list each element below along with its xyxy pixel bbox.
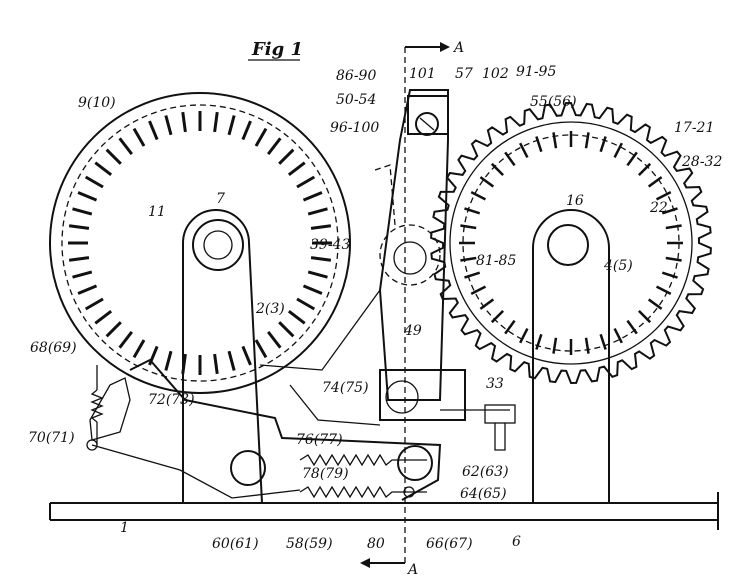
- label-11: 11: [148, 204, 166, 220]
- section-line-a-a: [360, 42, 450, 568]
- label-102: 102: [482, 66, 509, 82]
- spring-80: [299, 485, 427, 499]
- label-81-85: 81-85: [476, 253, 516, 269]
- base-plate: [49, 492, 719, 530]
- label-2-3: 2(3): [255, 301, 285, 317]
- label-9-10: 9(10): [78, 95, 116, 111]
- section-mark-top: A: [452, 40, 464, 56]
- label-80: 80: [367, 536, 385, 552]
- right-gear: [430, 101, 712, 385]
- label-86-90: 86-90: [336, 68, 376, 84]
- label-17-21: 17-21: [674, 120, 714, 136]
- section-mark-bottom: A: [406, 562, 418, 578]
- label-16: 16: [566, 193, 584, 209]
- spring-70-71: [90, 365, 104, 445]
- label-68-69: 68(69): [30, 340, 77, 356]
- left-slotted-disc: [49, 92, 351, 394]
- label-76-77: 76(77): [296, 432, 343, 448]
- label-33: 33: [486, 376, 504, 392]
- label-96-100: 96-100: [330, 120, 379, 136]
- label-57: 57: [455, 66, 473, 82]
- label-39-43: 39-43: [310, 237, 350, 253]
- label-72-73: 72(73): [148, 392, 195, 408]
- label-49: 49: [403, 323, 422, 339]
- label-28-32: 28-32: [681, 154, 722, 170]
- label-58-59: 58(59): [286, 536, 333, 552]
- label-62-63: 62(63): [462, 464, 509, 480]
- left-bracket: [182, 209, 263, 504]
- spring-78-79: [299, 453, 427, 467]
- roller-62-63: [397, 445, 433, 481]
- label-74-75: 74(75): [322, 380, 369, 396]
- label-55-56: 55(56): [530, 94, 577, 110]
- label-4-5: 4(5): [603, 258, 633, 274]
- label-22: 22: [649, 200, 668, 216]
- label-66-67: 66(67): [426, 536, 473, 552]
- label-1: 1: [120, 520, 129, 536]
- right-bracket: [532, 209, 610, 503]
- label-60-61: 60(61): [212, 536, 259, 552]
- label-64-65: 64(65): [460, 486, 507, 502]
- figure-title: Fig 1: [251, 39, 303, 60]
- central-column: [374, 89, 516, 451]
- label-6: 6: [512, 534, 521, 550]
- label-91-95: 91-95: [516, 64, 556, 80]
- label-70-71: 70(71): [28, 430, 75, 446]
- label-7: 7: [216, 191, 225, 207]
- label-78-79: 78(79): [302, 466, 349, 482]
- label-101: 101: [409, 66, 436, 82]
- label-50-54: 50-54: [336, 92, 376, 108]
- lever-arm: [86, 289, 442, 501]
